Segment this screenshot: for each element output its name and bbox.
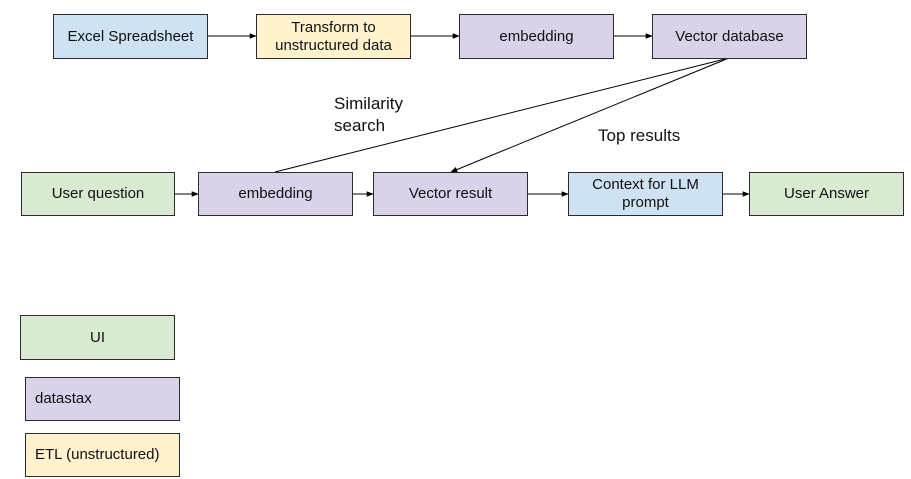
- node-vector-database: Vector database: [652, 14, 807, 59]
- label-similarity-line2: search: [334, 116, 386, 135]
- label-top-results-text: Top results: [598, 126, 681, 145]
- node-user-question: User question: [21, 172, 175, 216]
- edge-top-results: [450, 57, 730, 173]
- node-vector-result: Vector result: [373, 172, 528, 216]
- node-user-answer: User Answer: [749, 172, 904, 216]
- node-vector-database-label: Vector database: [675, 27, 784, 45]
- node-user-answer-label: User Answer: [783, 185, 870, 202]
- legend-datastax-label: datastax: [35, 390, 92, 407]
- node-context-label-line1: Context for LLM: [592, 176, 699, 193]
- label-similarity-search: Similarity search: [334, 93, 403, 137]
- label-top-results: Top results: [598, 125, 680, 147]
- node-transform-label-line1: Transform to: [291, 18, 376, 36]
- node-transform: Transform to unstructured data: [256, 14, 411, 59]
- node-vector-result-label: Vector result: [408, 185, 493, 202]
- node-embedding-top-label: embedding: [499, 27, 574, 45]
- node-context-label-line2: prompt: [622, 194, 669, 211]
- node-excel-spreadsheet-label: Excel Spreadsheet: [67, 27, 194, 45]
- legend-datastax: datastax: [25, 377, 180, 421]
- node-user-question-label: User question: [51, 185, 145, 202]
- legend-etl: ETL (unstructured): [25, 433, 180, 477]
- legend-etl-label: ETL (unstructured): [35, 446, 160, 463]
- node-context-for-llm: Context for LLM prompt: [568, 172, 723, 216]
- node-excel-spreadsheet: Excel Spreadsheet: [53, 14, 208, 59]
- node-embedding-bottom: embedding: [198, 172, 353, 216]
- node-embedding-top: embedding: [459, 14, 614, 59]
- node-embedding-bottom-label: embedding: [238, 185, 313, 202]
- legend-ui: UI: [20, 315, 175, 360]
- node-transform-label-line2: unstructured data: [275, 36, 392, 54]
- edge-similarity-search: [274, 57, 730, 173]
- label-similarity-line1: Similarity: [334, 94, 403, 113]
- legend-ui-label: UI: [90, 328, 105, 346]
